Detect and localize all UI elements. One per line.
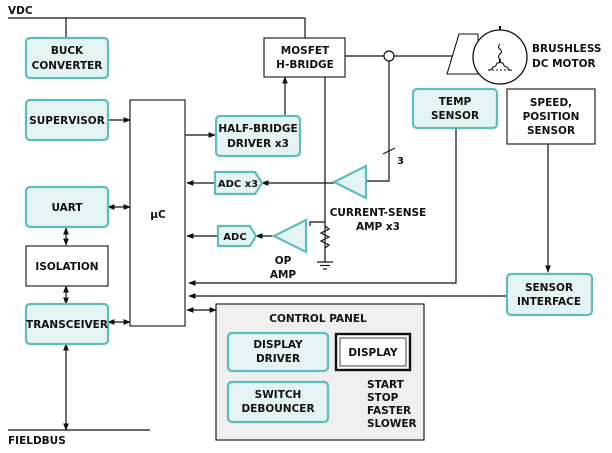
half-bridge-driver-block: HALF-BRIDGE DRIVER x3 bbox=[214, 114, 302, 158]
display-driver-block: DISPLAY DRIVER bbox=[226, 331, 330, 373]
switch-debouncer-line-1: SWITCH bbox=[255, 389, 302, 401]
mosfet-bridge-block: MOSFET H-BRIDGE bbox=[263, 37, 346, 78]
buck-converter-line-2: CONVERTER bbox=[32, 60, 103, 72]
control-panel-title: CONTROL PANEL bbox=[269, 313, 367, 325]
adc-block: ADC bbox=[216, 224, 258, 248]
speed-sensor-line-3: SENSOR bbox=[527, 125, 575, 137]
speed-sensor-line-2: POSITION bbox=[523, 111, 580, 123]
current-sense-amp-line-2: AMP x3 bbox=[356, 221, 400, 233]
op-amp-line-2: AMP bbox=[270, 269, 297, 281]
half-bridge-driver-line-2: DRIVER x3 bbox=[227, 138, 289, 150]
current-sense-amp-line-1: CURRENT-SENSE bbox=[330, 207, 427, 219]
op-amp: OP AMP bbox=[270, 218, 308, 281]
adc-label: ADC bbox=[223, 232, 246, 243]
supervisor-block: SUPERVISOR bbox=[24, 98, 110, 142]
current-sense-amp: CURRENT-SENSE AMP x3 bbox=[330, 164, 427, 233]
op-amp-line-1: OP bbox=[275, 255, 292, 267]
shunt-to-opamp bbox=[309, 221, 325, 226]
switch-start-label: START bbox=[367, 379, 405, 391]
switch-slower-label: SLOWER bbox=[367, 418, 417, 430]
sensor-interface-line-1: SENSOR bbox=[525, 282, 573, 294]
brushless-motor: BRUSHLESS DC MOTOR bbox=[446, 26, 601, 85]
adc-x3-label: ADC x3 bbox=[218, 179, 258, 190]
half-bridge-driver-line-1: HALF-BRIDGE bbox=[218, 123, 297, 135]
motor-winding-icon bbox=[487, 43, 513, 71]
bus-width-label: 3 bbox=[397, 156, 404, 167]
motor-line-2: DC MOTOR bbox=[532, 58, 596, 70]
temp-sensor-line-1: TEMP bbox=[439, 96, 472, 108]
buck-converter-block: BUCK CONVERTER bbox=[24, 36, 110, 80]
switch-debouncer-line-2: DEBOUNCER bbox=[241, 403, 314, 415]
current-sense-tap bbox=[383, 50, 395, 62]
control-panel: CONTROL PANEL DISPLAY DRIVER DISPLAY SWI… bbox=[215, 303, 425, 441]
bus-slash bbox=[382, 147, 396, 155]
shunt-resistor bbox=[319, 225, 331, 249]
motor-housing bbox=[446, 33, 479, 75]
mosfet-bridge-line-2: H-BRIDGE bbox=[276, 59, 334, 71]
motor-line-1: BRUSHLESS bbox=[532, 43, 601, 55]
display-driver-line-2: DRIVER bbox=[256, 353, 300, 365]
speed-sensor-line-1: SPEED, bbox=[530, 97, 572, 109]
display-block: DISPLAY bbox=[334, 332, 412, 372]
transceiver-block: TRANSCEIVER bbox=[24, 302, 110, 346]
vdc-label: VDC bbox=[8, 5, 33, 17]
sense-tap-to-amp bbox=[366, 61, 390, 182]
temp-to-uc bbox=[188, 128, 457, 286]
speed-position-sensor-block: SPEED, POSITION SENSOR bbox=[506, 88, 596, 145]
adc-x3-block: ADC x3 bbox=[213, 170, 264, 196]
mosfet-bridge-line-1: MOSFET bbox=[281, 45, 330, 57]
display-label: DISPLAY bbox=[348, 347, 398, 359]
temp-sensor-block: TEMP SENSOR bbox=[411, 87, 499, 130]
display-driver-line-1: DISPLAY bbox=[253, 339, 303, 351]
supervisor-label: SUPERVISOR bbox=[29, 115, 105, 127]
transceiver-label: TRANSCEIVER bbox=[26, 319, 108, 331]
switch-debouncer-block: SWITCH DEBOUNCER bbox=[226, 380, 330, 424]
switch-faster-label: FASTER bbox=[367, 405, 411, 417]
wiring bbox=[8, 17, 551, 432]
switch-stop-label: STOP bbox=[367, 392, 399, 404]
uart-block: UART bbox=[24, 185, 110, 229]
uart-label: UART bbox=[51, 202, 83, 214]
microcontroller-block: µC bbox=[129, 99, 186, 327]
microcontroller-label: µC bbox=[150, 209, 166, 221]
isolation-block: ISOLATION bbox=[25, 245, 109, 287]
sensor-interface-block: SENSOR INTERFACE bbox=[505, 272, 594, 317]
sensor-interface-line-2: INTERFACE bbox=[517, 296, 581, 308]
temp-sensor-line-2: SENSOR bbox=[431, 110, 479, 122]
motor-body bbox=[472, 29, 528, 85]
buck-converter-line-1: BUCK bbox=[51, 45, 84, 57]
isolation-label: ISOLATION bbox=[35, 261, 98, 273]
fieldbus-label: FIELDBUS bbox=[8, 435, 66, 447]
